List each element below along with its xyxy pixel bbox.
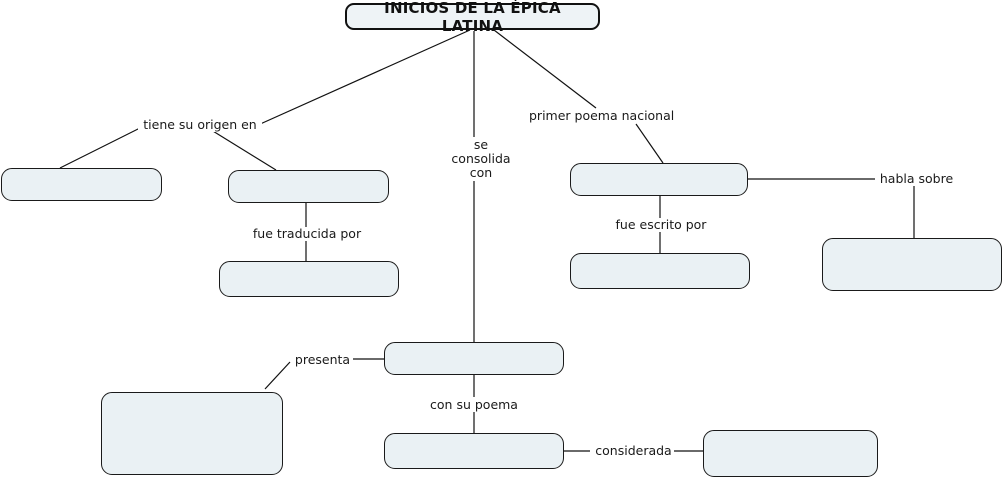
concept-node-n10[interactable] <box>703 430 878 477</box>
link-label-l8: con su poema <box>428 398 520 412</box>
link-label-l1: tiene su origen en <box>138 118 262 132</box>
link-label-l3: primer poema nacional <box>527 108 675 123</box>
edge-root-to-l1 <box>257 29 471 126</box>
concept-node-n5[interactable] <box>570 253 750 289</box>
concept-node-n3[interactable] <box>219 261 399 297</box>
concept-node-n9[interactable] <box>384 433 564 469</box>
link-label-l2: se consolida con <box>448 138 514 180</box>
link-label-l6: habla sobre <box>877 172 956 186</box>
concept-node-n2[interactable] <box>228 170 389 203</box>
edge-root-to-l3 <box>493 29 597 109</box>
link-label-l9: considerada <box>593 444 674 458</box>
link-label-l4: fue traducida por <box>250 227 364 241</box>
concept-node-n7[interactable] <box>384 342 564 375</box>
edge-l7-to-n8 <box>264 361 291 390</box>
edge-l1-to-n1 <box>59 127 141 169</box>
edge-l3-to-n4 <box>635 123 664 164</box>
concept-node-n1[interactable] <box>1 168 162 201</box>
link-label-l7: presenta <box>292 353 353 367</box>
edge-l1-to-n2 <box>207 127 277 171</box>
concept-node-n4[interactable] <box>570 163 748 196</box>
concept-node-n8[interactable] <box>101 392 283 475</box>
concept-node-n6[interactable] <box>822 238 1002 291</box>
root-node-title[interactable]: INICIOS DE LA ÉPICA LATINA <box>345 0 600 35</box>
link-label-l5: fue escrito por <box>613 218 709 232</box>
